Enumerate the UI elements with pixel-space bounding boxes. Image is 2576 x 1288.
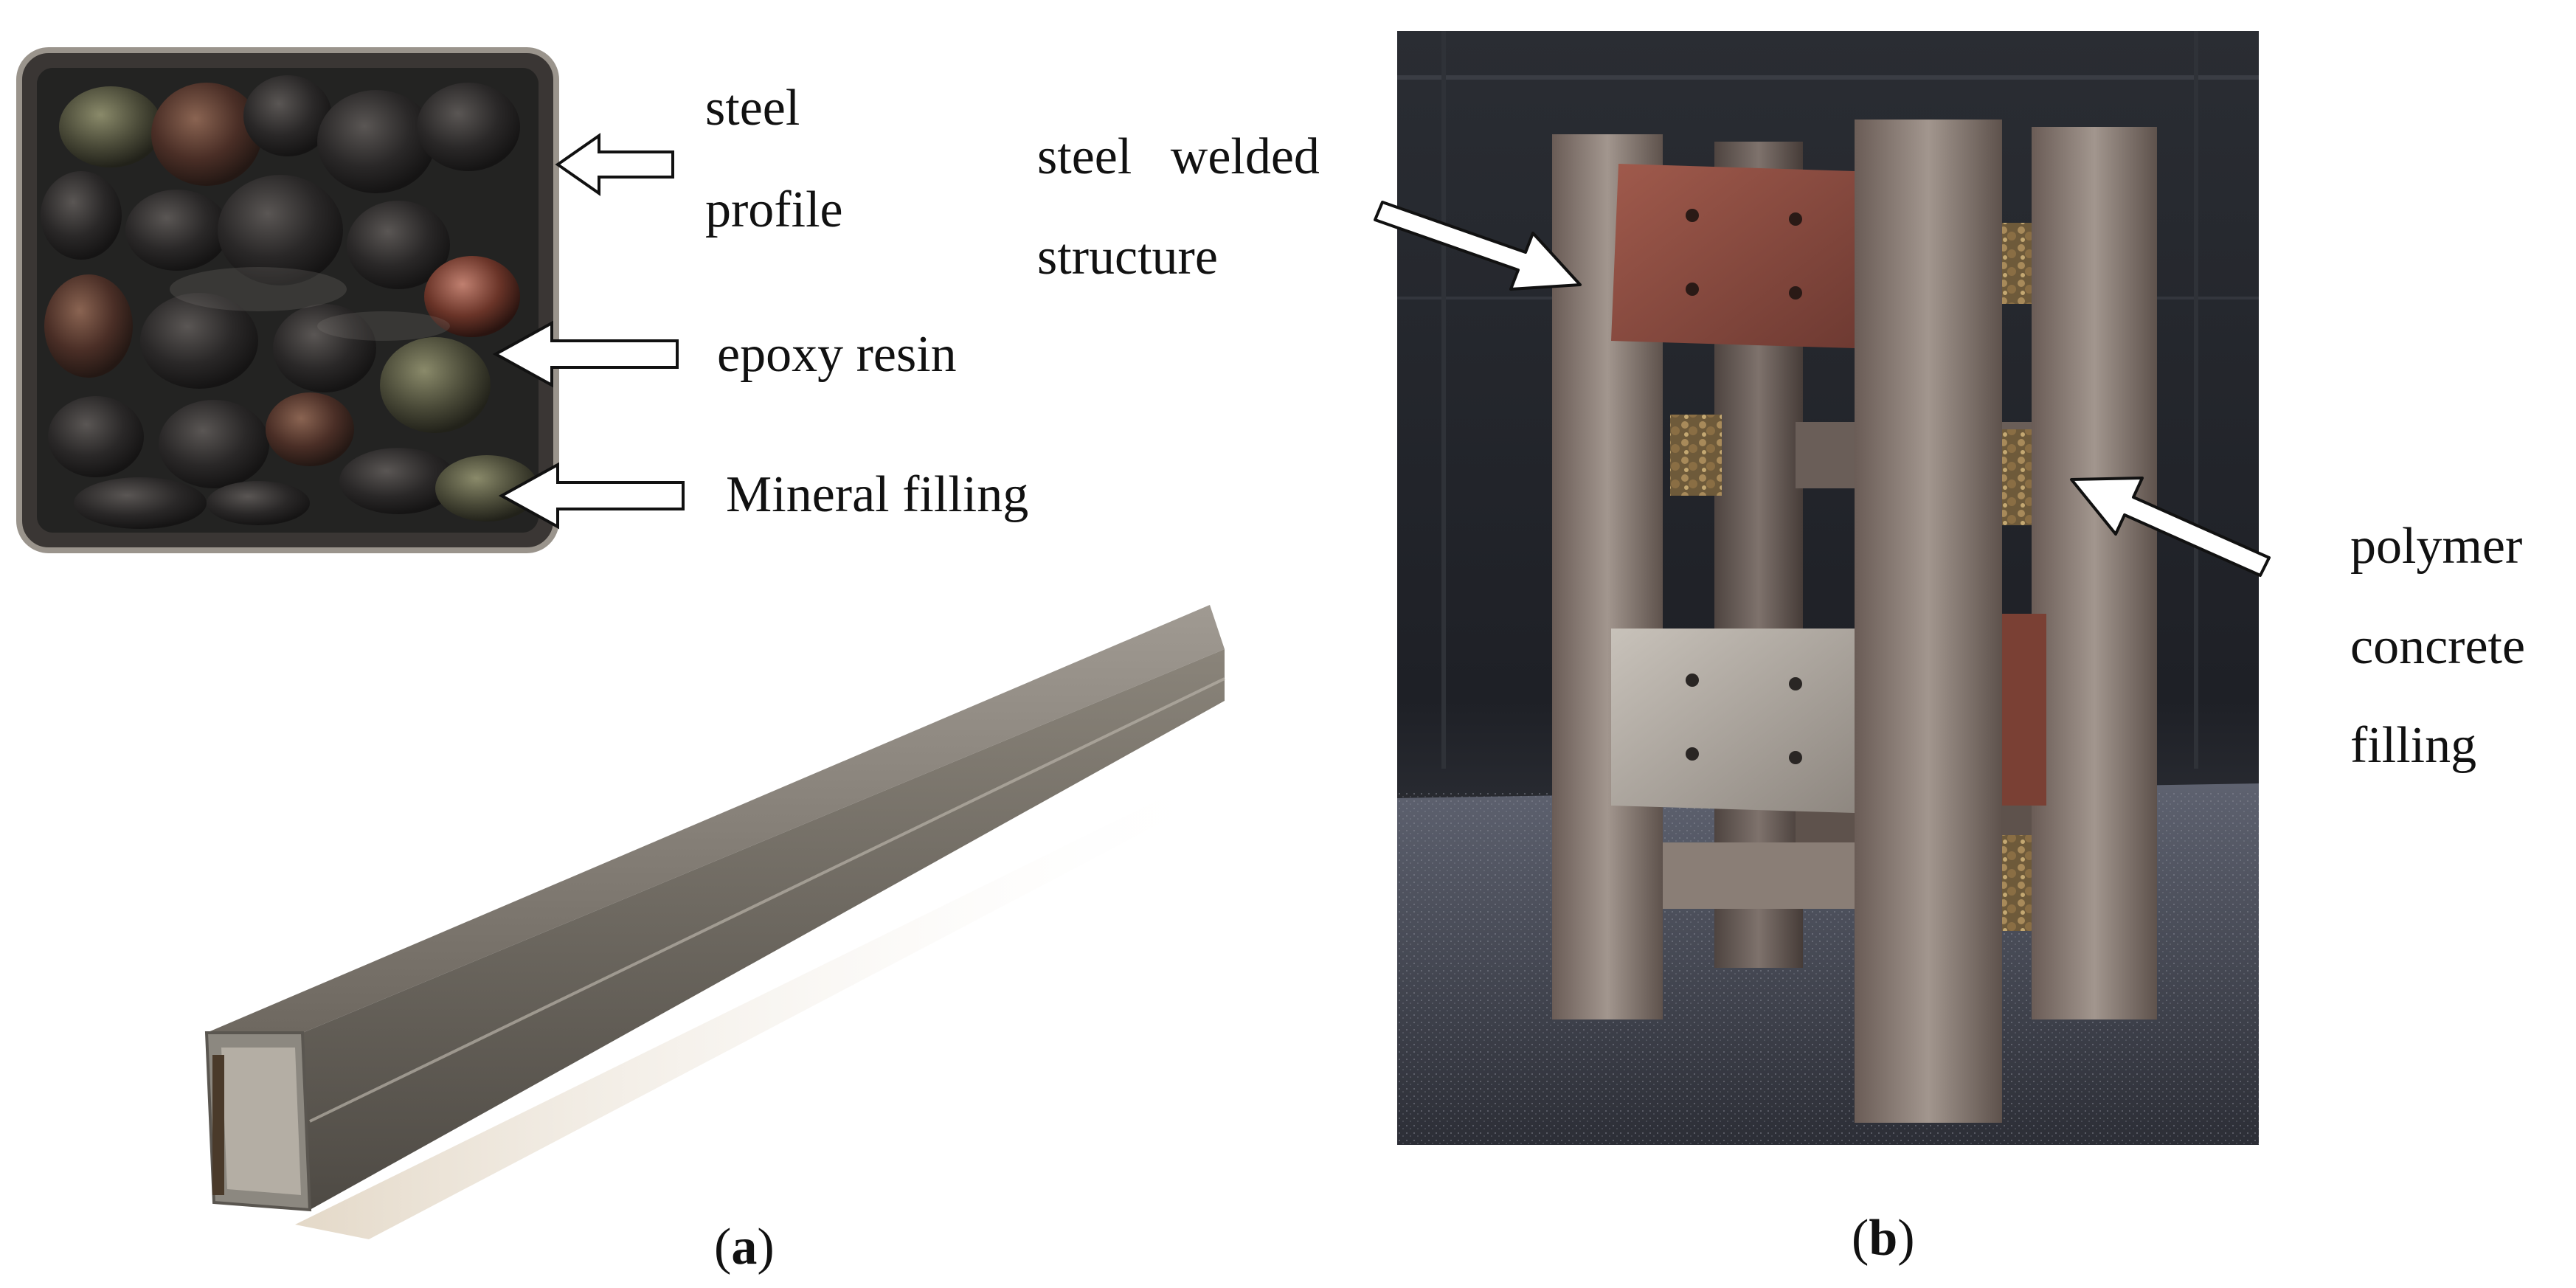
arrow-epoxy-resin-icon <box>493 319 682 389</box>
label-mineral-filling: Mineral filling <box>726 466 1029 523</box>
arrow-welded-structure-icon <box>1371 198 1585 301</box>
label-epoxy-resin: epoxy resin <box>717 326 957 383</box>
welded-structure-photo <box>1397 31 2259 1145</box>
caption-a-letter: a <box>731 1219 758 1275</box>
label-concrete: concrete <box>2350 618 2526 675</box>
label-steel-welded: steel welded <box>1037 128 1320 185</box>
caption-b: (b) <box>1852 1210 1915 1267</box>
arrow-polymer-concrete-icon <box>2066 471 2272 581</box>
label-profile: profile <box>705 181 843 238</box>
label-polymer: polymer <box>2350 518 2523 575</box>
label-steel: steel <box>705 80 800 136</box>
caption-b-letter: b <box>1869 1210 1898 1267</box>
label-structure: structure <box>1037 229 1218 285</box>
steel-beam-photo <box>192 590 1239 1239</box>
arrow-steel-profile-icon <box>555 131 680 198</box>
arrow-mineral-filling-icon <box>499 460 688 531</box>
caption-a: (a) <box>714 1219 775 1275</box>
cross-section-photo <box>15 46 561 555</box>
label-filling: filling <box>2350 717 2477 774</box>
